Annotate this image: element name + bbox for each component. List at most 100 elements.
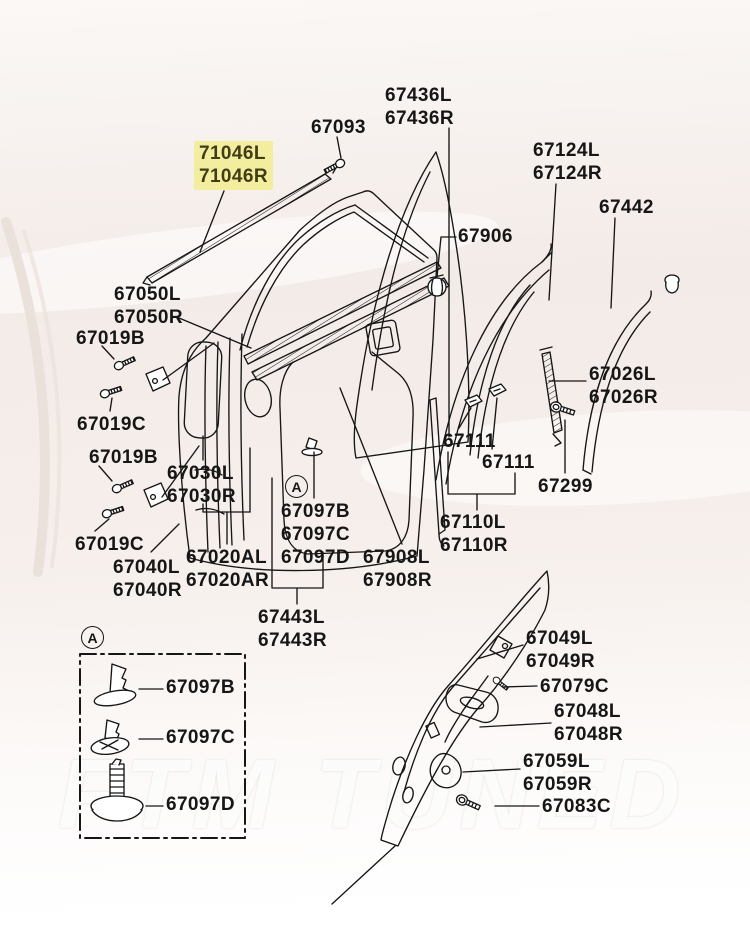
leader-lines <box>94 127 616 807</box>
callout-67443: 67443L 67443R <box>258 606 327 652</box>
callout-67050: 67050L 67050R <box>114 283 183 329</box>
callout-67436: 67436L 67436R <box>385 84 454 130</box>
callout-67093: 67093 <box>311 116 366 139</box>
part-number: 67436R <box>385 108 454 129</box>
part-number: 67110R <box>440 535 508 556</box>
callout-67111-rear: 67111 <box>482 451 535 474</box>
marker-letter: A <box>291 478 302 495</box>
part-number: 67049R <box>526 651 595 672</box>
part-number: 67040L <box>113 557 180 578</box>
callout-67110: 67110L 67110R <box>440 511 508 557</box>
callout-71046: 71046L 71046R <box>194 141 273 190</box>
part-number: 67049L <box>526 628 593 649</box>
part-number: 67443R <box>258 630 327 651</box>
legend-item-67097c: 67097C <box>166 726 235 749</box>
callout-67906: 67906 <box>458 225 513 248</box>
marker-letter: A <box>87 629 98 646</box>
callout-67097b: 67097B <box>281 500 350 523</box>
callout-67908: 67908L 67908R <box>363 546 432 592</box>
legend-marker-a: A <box>81 626 104 649</box>
part-number: 67111 <box>482 452 535 473</box>
part-number: 67299 <box>538 476 593 497</box>
part-number: 67097C <box>281 524 350 545</box>
background-swoosh <box>1 217 62 577</box>
legend-item-67097b: 67097B <box>166 676 235 699</box>
part-number: 67079C <box>540 676 609 697</box>
part-number: 67059R <box>523 774 592 795</box>
part-number: 67020AL <box>186 547 267 568</box>
part-number: 67019B <box>89 447 158 468</box>
part-number: 67026L <box>589 364 656 385</box>
part-number: 71046R <box>199 166 268 187</box>
callout-67083c: 67083C <box>542 795 611 818</box>
part-glass-edge <box>469 284 535 459</box>
part-rear-channel-67442 <box>582 290 652 475</box>
callout-67124: 67124L 67124R <box>533 139 602 185</box>
part-number: 67083C <box>542 796 611 817</box>
part-number: 67093 <box>311 117 366 138</box>
clip-marker-a: A <box>285 475 308 498</box>
part-number: 67908R <box>363 570 432 591</box>
callout-67030: 67030L 67030R <box>167 462 236 508</box>
callout-67097d: 67097D <box>281 546 350 569</box>
part-rear-run-67110 <box>429 397 446 547</box>
part-number: 67019C <box>75 534 144 555</box>
callout-67111-front: 67111 <box>443 430 496 453</box>
part-opening-weatherstrip-67443 <box>279 351 414 555</box>
part-number: 67097D <box>281 547 350 568</box>
callout-67059: 67059L 67059R <box>523 750 592 796</box>
part-number: 67048L <box>554 701 621 722</box>
bolt-67083c-icon <box>454 792 483 813</box>
part-door-shell <box>177 190 450 572</box>
part-number: 67908L <box>363 547 430 568</box>
part-number: 67059L <box>523 751 590 772</box>
grommet-67906-icon <box>427 274 447 297</box>
callout-67019c-lower: 67019C <box>75 533 144 556</box>
part-number: 67097B <box>166 677 235 698</box>
part-number: 67097D <box>166 794 235 815</box>
legend-box <box>79 653 246 839</box>
callout-67040: 67040L 67040R <box>113 556 182 602</box>
callout-67079c: 67079C <box>540 675 609 698</box>
callout-67442: 67442 <box>599 196 654 219</box>
glass-holder-icons-67111 <box>464 383 507 408</box>
callout-67020a: 67020AL 67020AR <box>186 546 269 592</box>
callout-67048: 67048L 67048R <box>554 700 623 746</box>
part-number: 67026R <box>589 387 658 408</box>
part-number: 67906 <box>458 226 513 247</box>
part-number: 67030R <box>167 486 236 507</box>
part-number: 67040R <box>113 580 182 601</box>
hinge-bracket-icons <box>143 366 171 508</box>
callout-67019b-lower: 67019B <box>89 446 158 469</box>
part-number: 67020AR <box>186 570 270 591</box>
part-run-channel-67124 <box>435 243 553 485</box>
push-clip-icon <box>93 663 137 707</box>
callout-67019c-upper: 67019C <box>77 413 146 436</box>
part-number: 67124L <box>533 140 600 161</box>
callout-67049: 67049L 67049R <box>526 627 595 673</box>
part-number: 67050R <box>114 307 183 328</box>
part-number: 67019C <box>77 414 146 435</box>
part-center-sash-67026 <box>539 346 563 447</box>
part-number: 67110L <box>440 512 506 533</box>
part-number: 67111 <box>443 431 496 452</box>
legend-item-67097d: 67097D <box>166 793 235 816</box>
part-door-glass-67436 <box>353 151 470 459</box>
part-number: 67124R <box>533 163 602 184</box>
callout-67299: 67299 <box>538 475 593 498</box>
snap-clip-icon <box>90 719 130 756</box>
screw-67093-icon <box>322 157 347 176</box>
screw-67019c-lower-icon <box>100 503 126 520</box>
callout-67097c: 67097C <box>281 523 350 546</box>
grommet-icon <box>664 274 680 294</box>
part-number: 67097B <box>281 501 350 522</box>
part-number: 67019B <box>76 328 145 349</box>
part-number: 67097C <box>166 727 235 748</box>
screw-grommet-icon <box>90 758 144 822</box>
screw-67019b-lower-icon <box>110 477 135 495</box>
part-number: 71046L <box>199 143 266 164</box>
part-number: 67030L <box>167 463 234 484</box>
part-number: 67436L <box>385 85 452 106</box>
